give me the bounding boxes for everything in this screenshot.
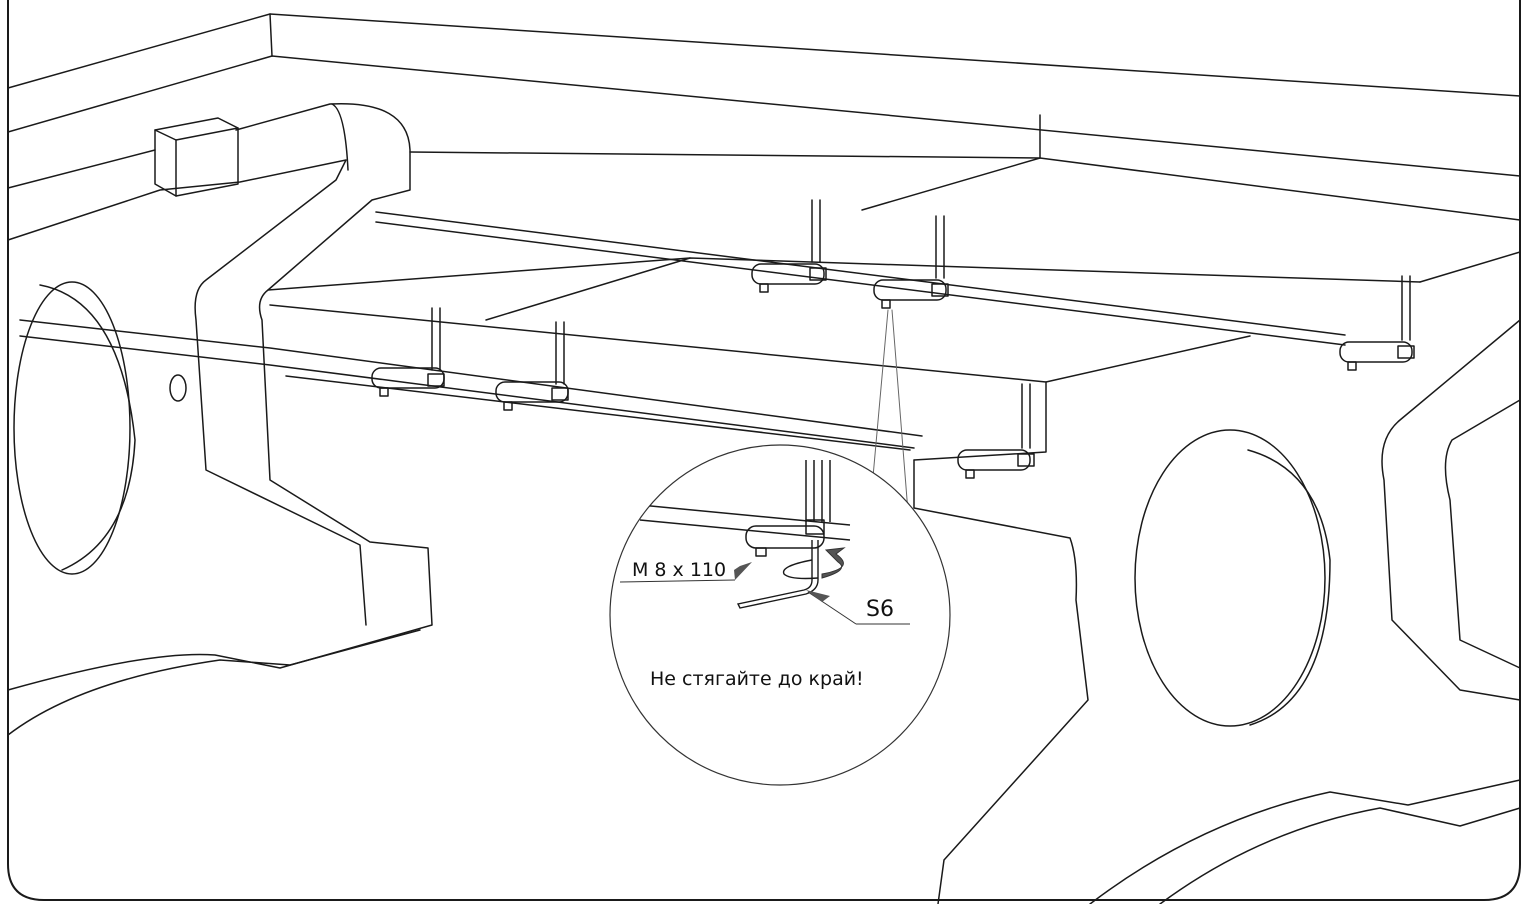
wrench-size-label: S6 <box>866 597 894 622</box>
wrench-pointer-arrow <box>806 590 830 602</box>
bracket-clip-5 <box>957 383 1035 479</box>
magnifier-detail: M 8 x 110 S6 Не стягайте до край! <box>609 444 951 786</box>
page-border <box>7 0 1521 901</box>
bracket-clip-1 <box>371 307 445 397</box>
table-top <box>7 13 1521 283</box>
front-beam <box>19 211 1421 461</box>
bolt-spec-label: M 8 x 110 <box>632 559 726 581</box>
left-leg-panel <box>7 102 433 736</box>
corner-block <box>154 117 239 197</box>
zoom-leader-lines <box>871 309 909 513</box>
bracket-clip-6 <box>1339 275 1415 371</box>
warning-text: Не стягайте до край! <box>650 668 864 690</box>
rotation-arrow-icon <box>821 547 846 579</box>
bracket-clip-3 <box>751 199 827 293</box>
right-leg-panel <box>913 319 1521 905</box>
bracket-clip-4 <box>873 215 949 309</box>
hex-key-icon <box>736 540 819 609</box>
bolt-pointer-arrow <box>734 562 752 580</box>
bracket-clip-2 <box>495 321 569 411</box>
